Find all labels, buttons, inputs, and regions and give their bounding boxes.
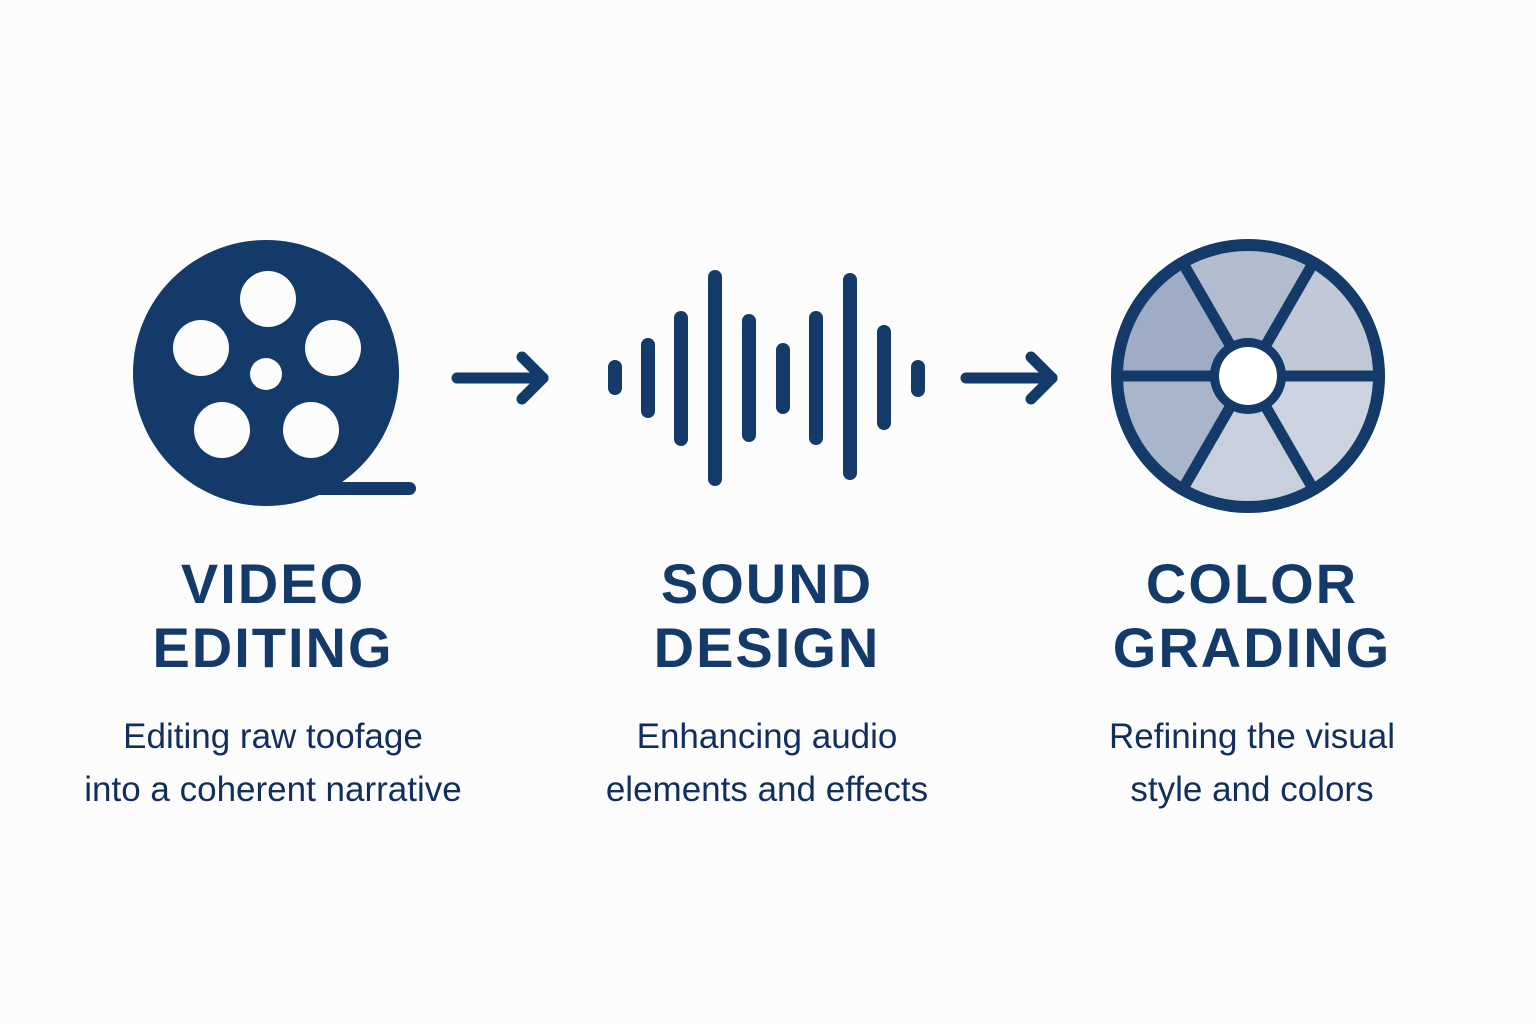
step-description-line: elements and effects [605, 770, 929, 809]
step-color-grading: COLOR GRADING Refining the visual style … [1012, 552, 1492, 816]
step-description: Enhancing audio elements and effects [527, 710, 1007, 816]
step-video-editing: VIDEO EDITING Editing raw toofage into a… [33, 552, 513, 816]
step-title-line: SOUND [660, 552, 874, 615]
sound-wave-icon [608, 270, 925, 486]
step-description-line: into a coherent narrative [84, 770, 462, 809]
step-title-line: DESIGN [653, 616, 881, 679]
step-description: Refining the visual style and colors [1012, 710, 1492, 816]
step-description-line: Editing raw toofage [123, 717, 423, 756]
film-reel-icon [133, 240, 416, 506]
step-description: Editing raw toofage into a coherent narr… [33, 710, 513, 816]
step-title: VIDEO EDITING [33, 552, 513, 680]
step-title-line: VIDEO [180, 552, 366, 615]
step-title-line: COLOR [1145, 552, 1359, 615]
step-description-line: style and colors [1130, 770, 1374, 809]
step-description-line: Enhancing audio [636, 717, 898, 756]
step-sound-design: SOUND DESIGN Enhancing audio elements an… [527, 552, 1007, 816]
step-title: COLOR GRADING [1012, 552, 1492, 680]
arrow-right-icon [960, 351, 1058, 405]
step-description-line: Refining the visual [1109, 717, 1395, 756]
arrow-right-icon [451, 351, 549, 405]
step-title: SOUND DESIGN [527, 552, 1007, 680]
step-title-line: GRADING [1112, 616, 1392, 679]
color-wheel-icon [1111, 239, 1385, 513]
step-title-line: EDITING [152, 616, 394, 679]
